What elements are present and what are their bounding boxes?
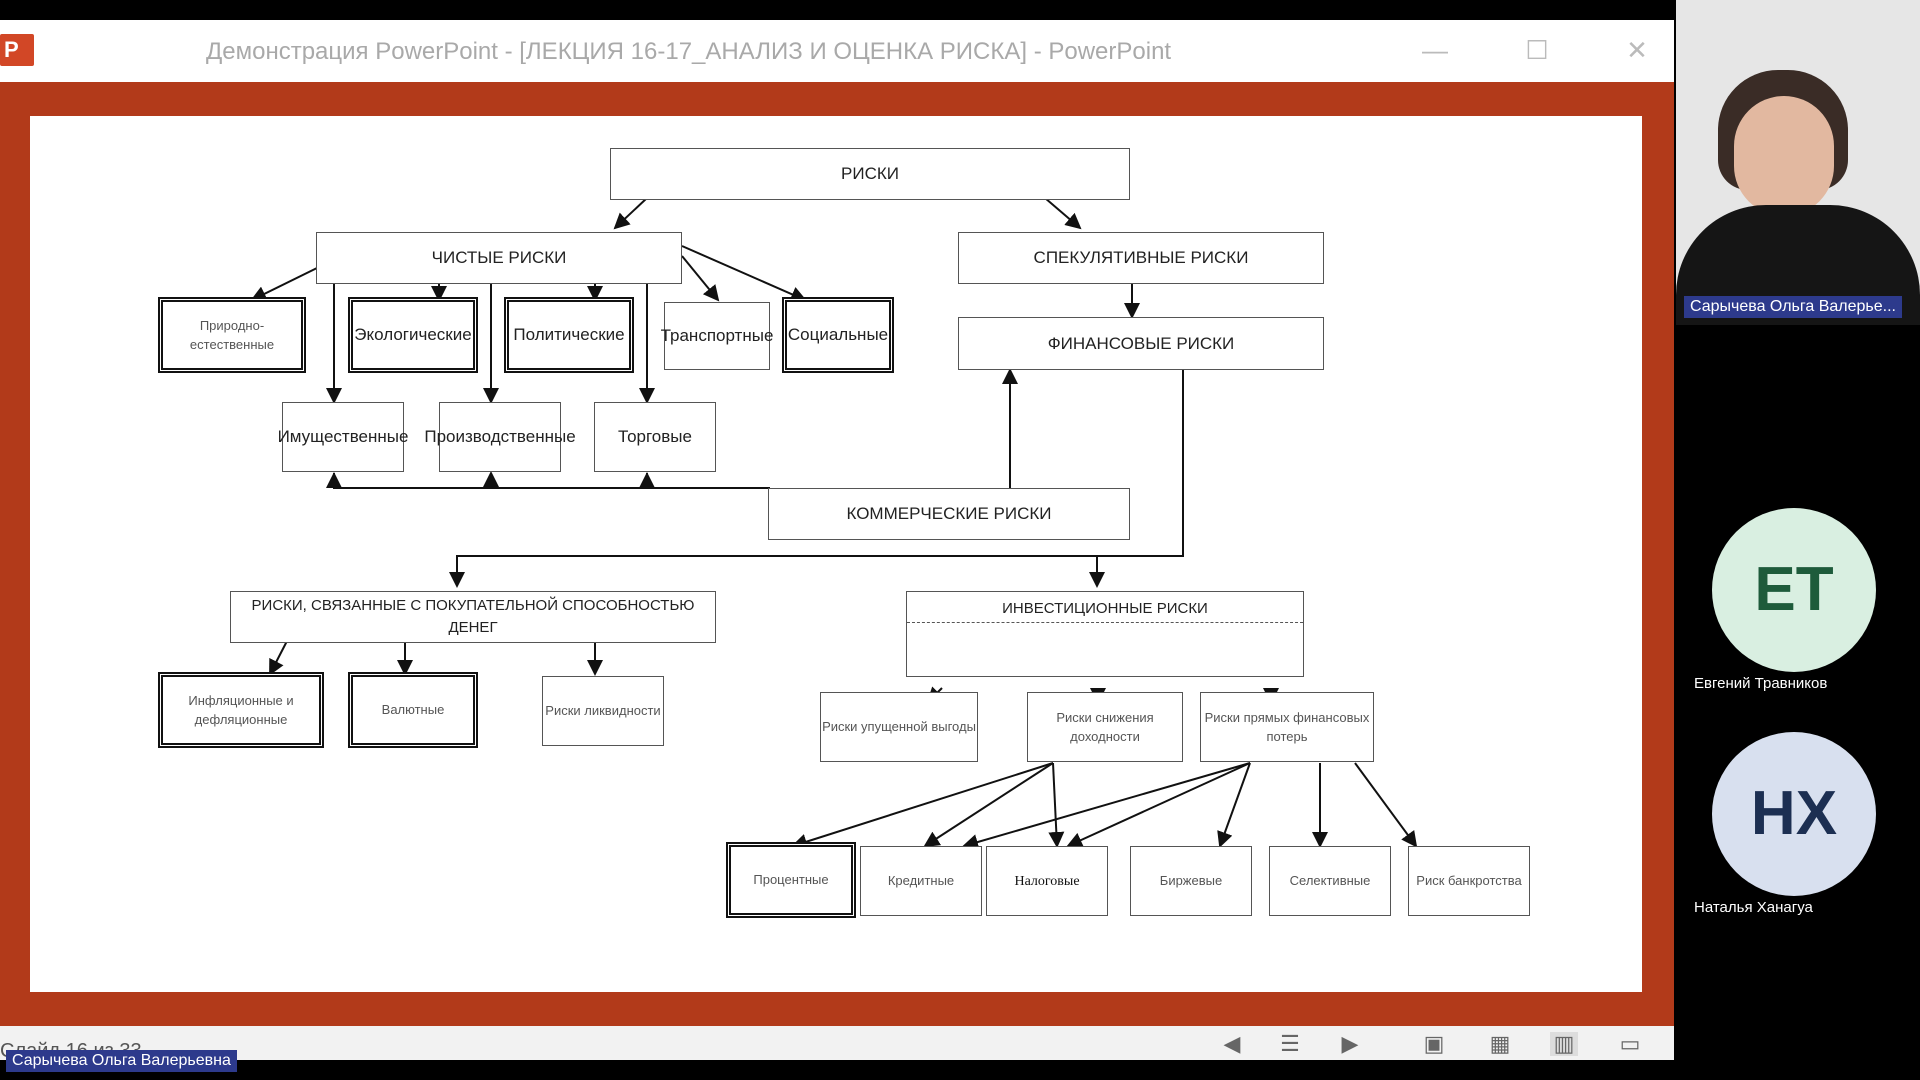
box-direct-loss: Риски прямых финансовых потерь bbox=[1200, 692, 1374, 762]
box-bankruptcy: Риск банкротства bbox=[1408, 846, 1530, 916]
box-financial-risks: ФИНАНСОВЫЕ РИСКИ bbox=[958, 317, 1324, 370]
box-ecological: Экологические bbox=[348, 297, 478, 373]
participant-name-nh: Наталья Ханагуа bbox=[1694, 899, 1813, 916]
box-credit: Кредитные bbox=[860, 846, 982, 916]
slide-sorter-icon[interactable]: ▦ bbox=[1489, 1031, 1511, 1056]
box-liquidity: Риски ликвидности bbox=[542, 676, 664, 746]
box-exchange: Биржевые bbox=[1130, 846, 1252, 916]
box-yield-decrease: Риски снижения доходности bbox=[1027, 692, 1183, 762]
slide-area: РИСКИ ЧИСТЫЕ РИСКИ СПЕКУЛЯТИВНЫЕ РИСКИ П… bbox=[0, 82, 1674, 1026]
box-inflation: Инфляционные и дефляционные bbox=[158, 672, 324, 748]
box-trade: Торговые bbox=[594, 402, 716, 472]
normal-view-icon[interactable]: ▣ bbox=[1423, 1031, 1445, 1056]
previous-slide-icon[interactable]: ◀ bbox=[1223, 1031, 1241, 1056]
box-production: Производственные bbox=[424, 402, 576, 472]
box-risks: РИСКИ bbox=[610, 148, 1130, 200]
top-bar bbox=[0, 0, 1674, 20]
title-bar: Демонстрация PowerPoint - [ЛЕКЦИЯ 16-17_… bbox=[0, 20, 1674, 82]
box-commercial-risks: КОММЕРЧЕСКИЕ РИСКИ bbox=[768, 488, 1130, 540]
minimize-button[interactable]: — bbox=[1422, 35, 1448, 65]
box-transport: Транспортные bbox=[661, 302, 773, 370]
status-bar: Слайд 16 из 33 ◀ ☰ ▶ ▣ ▦ ▥ ▭ bbox=[0, 1026, 1674, 1060]
box-lost-profit: Риски упущенной выгоды bbox=[820, 692, 978, 762]
slide: РИСКИ ЧИСТЫЕ РИСКИ СПЕКУЛЯТИВНЫЕ РИСКИ П… bbox=[30, 116, 1642, 992]
box-investment-risks: ИНВЕСТИЦИОННЫЕ РИСКИ bbox=[906, 591, 1304, 677]
window-title: Демонстрация PowerPoint - [ЛЕКЦИЯ 16-17_… bbox=[206, 38, 1172, 65]
box-interest: Процентные bbox=[726, 842, 856, 918]
box-political: Политические bbox=[504, 297, 634, 373]
box-tax: Налоговые bbox=[986, 846, 1108, 916]
maximize-button[interactable]: ☐ bbox=[1525, 35, 1549, 65]
slide-menu-icon[interactable]: ☰ bbox=[1280, 1031, 1300, 1056]
box-currency: Валютные bbox=[348, 672, 478, 748]
video-name-label: Сарычева Ольга Валерье... bbox=[1684, 296, 1902, 318]
person-face bbox=[1734, 96, 1834, 216]
video-tile[interactable] bbox=[1676, 0, 1920, 325]
reading-view-icon[interactable]: ▥ bbox=[1550, 1032, 1578, 1056]
avatar-nh[interactable]: НХ bbox=[1712, 732, 1876, 896]
next-slide-icon[interactable]: ▶ bbox=[1341, 1031, 1359, 1056]
participant-name-et: Евгений Травников bbox=[1694, 675, 1828, 692]
box-selective: Селективные bbox=[1269, 846, 1391, 916]
box-speculative-risks: СПЕКУЛЯТИВНЫЕ РИСКИ bbox=[958, 232, 1324, 284]
presenter-name-tag: Сарычева Ольга Валерьевна bbox=[6, 1050, 237, 1072]
slideshow-icon[interactable]: ▭ bbox=[1619, 1031, 1641, 1056]
box-social: Социальные bbox=[782, 297, 894, 373]
box-property: Имущественные bbox=[278, 402, 408, 472]
box-natural: Природно-естественные bbox=[158, 297, 306, 373]
powerpoint-window: Демонстрация PowerPoint - [ЛЕКЦИЯ 16-17_… bbox=[0, 20, 1674, 1060]
box-pure-risks: ЧИСТЫЕ РИСКИ bbox=[316, 232, 682, 284]
box-purchasing-power: РИСКИ, СВЯЗАННЫЕ С ПОКУПАТЕЛЬНОЙ СПОСОБН… bbox=[230, 591, 716, 643]
close-button[interactable]: ✕ bbox=[1626, 35, 1648, 65]
avatar-et[interactable]: ЕТ bbox=[1712, 508, 1876, 672]
powerpoint-icon bbox=[0, 34, 34, 66]
